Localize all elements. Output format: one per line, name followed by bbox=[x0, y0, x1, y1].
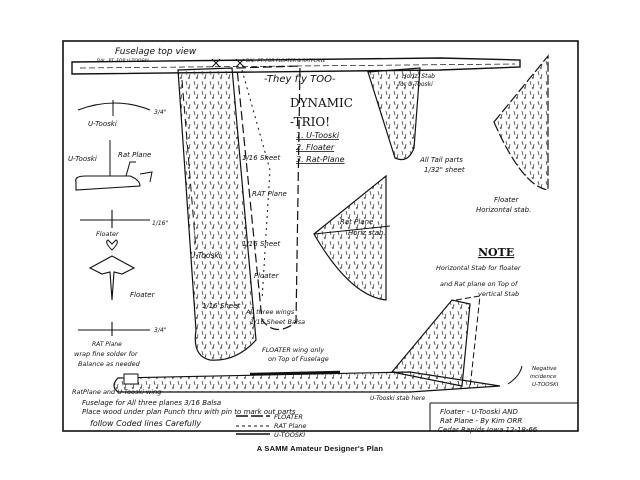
credit-line2: Rat Plane - By Kim ORR bbox=[440, 417, 522, 425]
title-item2: 2. Floater bbox=[296, 143, 335, 152]
inner-wing-dashed bbox=[241, 69, 271, 301]
rat-horiz-label-1: Rat Plane bbox=[340, 218, 373, 226]
ratplane-front-label: RAT Plane bbox=[92, 341, 122, 348]
wing-label-all-three-2: 1/16 Sheet Balsa bbox=[250, 318, 305, 326]
title-line2: DYNAMIC bbox=[290, 96, 353, 110]
all-tail-label-2: 1/32" sheet bbox=[424, 166, 465, 174]
utooski-horiz-stab bbox=[367, 67, 421, 161]
utooski-front-label: U-Tooski bbox=[88, 120, 117, 128]
utooski-side-label: U-Tooski bbox=[68, 155, 97, 163]
fuselage-top-view: Fuselage top view BAL. PT. FOR U-TOOSKI … bbox=[71, 47, 521, 75]
bal-point-utooski: BAL. PT. FOR U-TOOSKI bbox=[97, 58, 149, 64]
title-line3: -TRIO! bbox=[290, 115, 330, 129]
bal-point-floater: BAL. PT. FOR FLOATER & RATPLANE bbox=[246, 58, 326, 64]
big-wing bbox=[177, 67, 257, 361]
wing-label-all-three-1: All three wings bbox=[245, 308, 295, 316]
note-heading: NOTE bbox=[478, 246, 514, 259]
legend-floater: FLOATER bbox=[274, 413, 303, 421]
floater-plan-label: Floater bbox=[130, 291, 156, 299]
legend-ratplane: RAT Plane bbox=[274, 422, 306, 430]
credit-block: Floater - U-Tooski AND Rat Plane - By Ki… bbox=[429, 402, 578, 434]
floater-horiz-stab bbox=[493, 54, 549, 191]
wing-label-sheet-3: 1/16 Sheet bbox=[202, 302, 240, 310]
middle-wing-dashed bbox=[236, 65, 301, 331]
credit-line1: Floater - U-Tooski AND bbox=[440, 408, 518, 416]
note-line2: and Rat plane on Top of bbox=[440, 280, 519, 288]
ratplane-side-label: Rat Plane bbox=[118, 151, 151, 159]
wing-labels: 1/16 Sheet RAT Plane 1/16 Sheet U-Tooski… bbox=[190, 154, 305, 326]
note-line1: Horizontal Stab for floater bbox=[436, 264, 522, 272]
fuselage-top-view-label: Fuselage top view bbox=[115, 47, 197, 57]
title-line1: -They fly TOO- bbox=[264, 74, 336, 85]
tail-outlines bbox=[313, 54, 549, 301]
utooski-stab-note: U-Tooski stab here bbox=[370, 395, 425, 402]
floater-wing-note-2: on Top of Fuselage bbox=[268, 355, 329, 363]
wing-label-rat-plane: RAT Plane bbox=[252, 190, 287, 198]
plan-border bbox=[62, 40, 579, 432]
wing-label-floater: Floater bbox=[254, 272, 280, 280]
title-item1: 1. U-Tooski bbox=[296, 131, 340, 140]
wing-label-utooski: U-Tooski bbox=[190, 251, 222, 260]
dim-3-4-top: 3/4" bbox=[154, 109, 167, 116]
rat-horiz-label-2: Horiz stab. bbox=[348, 229, 386, 237]
fuselage-side-view: FLOATER wing only on Top of Fuselage Rat… bbox=[72, 295, 559, 402]
neg-incidence-2: incidence bbox=[530, 374, 557, 380]
instruction-line2: Place wood under plan Punch thru with pi… bbox=[82, 408, 296, 416]
title-item3: 3. Rat-Plane bbox=[296, 155, 345, 164]
neg-incidence-3: U-TOOSKI bbox=[532, 382, 559, 388]
vertical-fin bbox=[390, 299, 471, 387]
horiz-stab-label-2: for U-Tooski bbox=[398, 81, 433, 88]
ratplane-horiz-stab bbox=[313, 174, 387, 301]
legend-utooski: U-TOOSKI bbox=[274, 431, 305, 439]
instruction-line3: follow Coded lines Carefully bbox=[90, 419, 201, 428]
dim-3-4-bottom: 3/4" bbox=[154, 327, 167, 334]
plan-caption: A SAMM Amateur Designer's Plan bbox=[256, 444, 384, 453]
tail-labels: Horiz. Stab for U-Tooski All Tail parts … bbox=[340, 73, 531, 237]
all-tail-label-1: All Tail parts bbox=[419, 156, 463, 164]
instruction-line1: Fuselage for All three planes 3/16 Balsa bbox=[82, 399, 221, 407]
credit-line3: Cedar Rapids Iowa 12-18-66 bbox=[438, 426, 538, 434]
dim-1-16: 1/16" bbox=[152, 220, 168, 227]
solder-note-2: Balance as needed bbox=[78, 360, 141, 368]
floater-horiz-label-1: Floater bbox=[494, 196, 520, 204]
horiz-stab-label-1: Horiz. Stab bbox=[402, 73, 435, 80]
instructions: Fuselage for All three planes 3/16 Balsa… bbox=[82, 399, 306, 439]
note-line3: vertical Stab bbox=[478, 290, 519, 298]
floater-wing-note-1: FLOATER wing only bbox=[262, 346, 324, 354]
solder-note-1: wrap fine solder for bbox=[74, 350, 139, 358]
floater-horiz-label-2: Horizontal stab. bbox=[476, 206, 531, 214]
wing-label-sheet-2: 1/16 Sheet bbox=[242, 240, 280, 248]
floater-front-label: Floater bbox=[96, 230, 120, 238]
neg-incidence-1: Negative bbox=[532, 366, 557, 372]
note-block: NOTE Horizontal Stab for floater and Rat… bbox=[436, 246, 522, 298]
left-column-views: U-Tooski 3/4" U-Tooski Rat Plane 1/16" F… bbox=[68, 100, 168, 368]
title-block: -They fly TOO- DYNAMIC -TRIO! 1. U-Toosk… bbox=[264, 74, 353, 164]
ratplane-wing-note: RatPlane and U-Tooski wing bbox=[72, 388, 161, 396]
wing-outlines bbox=[177, 65, 301, 361]
wing-label-sheet-1: 1/16 Sheet bbox=[242, 154, 280, 162]
